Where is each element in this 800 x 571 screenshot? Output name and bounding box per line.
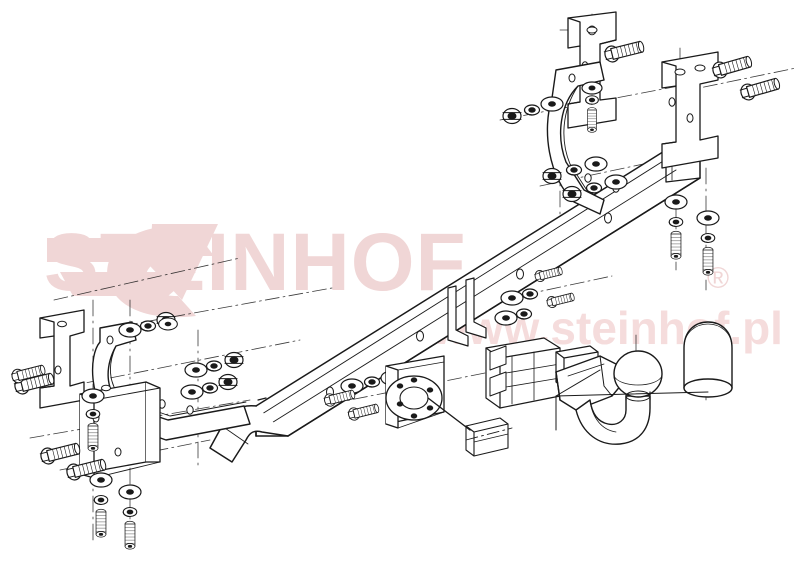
bolt-lower-left-1	[38, 439, 82, 467]
bracket-left-small	[39, 309, 85, 409]
tow-ball-cover	[683, 321, 733, 398]
wiring-clip	[465, 417, 509, 457]
tow-ball	[555, 350, 663, 445]
bracket-upper-right	[661, 51, 719, 169]
hardware-right-end	[664, 194, 720, 276]
vertical-centerlines	[92, 13, 707, 546]
hardware-left-cluster-3	[180, 373, 238, 400]
bracket-lower-left-plate	[79, 381, 161, 479]
hardware-left-cluster-2	[184, 351, 244, 378]
socket-connector	[485, 337, 561, 409]
wiring-lead	[427, 397, 471, 431]
bolt-upper-right-2	[738, 74, 782, 103]
cover-leader-line	[555, 369, 709, 431]
beam-hanger-brackets	[257, 277, 487, 401]
hardware-bracket-vertical	[581, 81, 603, 133]
steinhof-s-swoosh-icon	[47, 224, 218, 318]
socket-plate	[385, 355, 445, 429]
